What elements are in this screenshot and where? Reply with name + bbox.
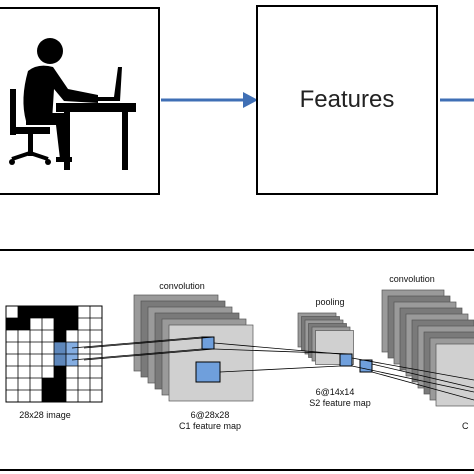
input-pixel	[54, 330, 66, 342]
c1-highlight-large	[195, 361, 221, 383]
c1-size-label: 6@28x28	[190, 410, 230, 420]
features-box	[256, 5, 438, 195]
c3-feature-map	[435, 343, 474, 407]
person-at-computer-icon	[9, 38, 136, 170]
conv2-label: convolution	[389, 274, 435, 284]
conv1-label: convolution	[159, 281, 205, 291]
input-pixel	[6, 318, 18, 330]
connection-line	[351, 357, 474, 381]
connection-line	[351, 365, 474, 393]
input-pixel	[42, 306, 54, 318]
input-pixel	[30, 306, 42, 318]
connection-line	[71, 336, 203, 349]
s2-name-label: S2 feature map	[309, 398, 371, 408]
connection-line	[371, 363, 474, 389]
s2-highlight-a	[339, 353, 353, 367]
s2-highlight-b	[359, 359, 373, 373]
person-panel	[0, 7, 160, 195]
input-label: 28x28 image	[19, 410, 71, 420]
cut-letter-label: C	[462, 421, 469, 431]
input-pixel	[18, 318, 30, 330]
features-label: Features	[299, 86, 395, 113]
s2-size-label: 6@14x14	[315, 387, 355, 397]
input-pixel	[18, 306, 30, 318]
connection-line	[83, 336, 215, 349]
input-pixel	[54, 318, 66, 330]
connection-line	[213, 348, 353, 355]
connection-line	[213, 342, 341, 355]
connection-line	[71, 348, 203, 361]
c1-name-label: C1 feature map	[178, 421, 242, 431]
connection-line	[219, 365, 341, 373]
input-pixel	[54, 366, 66, 378]
connection-line	[83, 348, 215, 361]
input-pixel	[66, 306, 78, 318]
input-pixel	[54, 390, 66, 402]
connection-line	[371, 371, 474, 401]
pool-label: pooling	[315, 297, 345, 307]
input-pixel	[54, 306, 66, 318]
c1-highlight-small	[201, 336, 215, 350]
input-pixel	[66, 318, 78, 330]
input-pixel	[42, 378, 54, 390]
input-pixel	[54, 378, 66, 390]
input-pixel	[42, 390, 54, 402]
